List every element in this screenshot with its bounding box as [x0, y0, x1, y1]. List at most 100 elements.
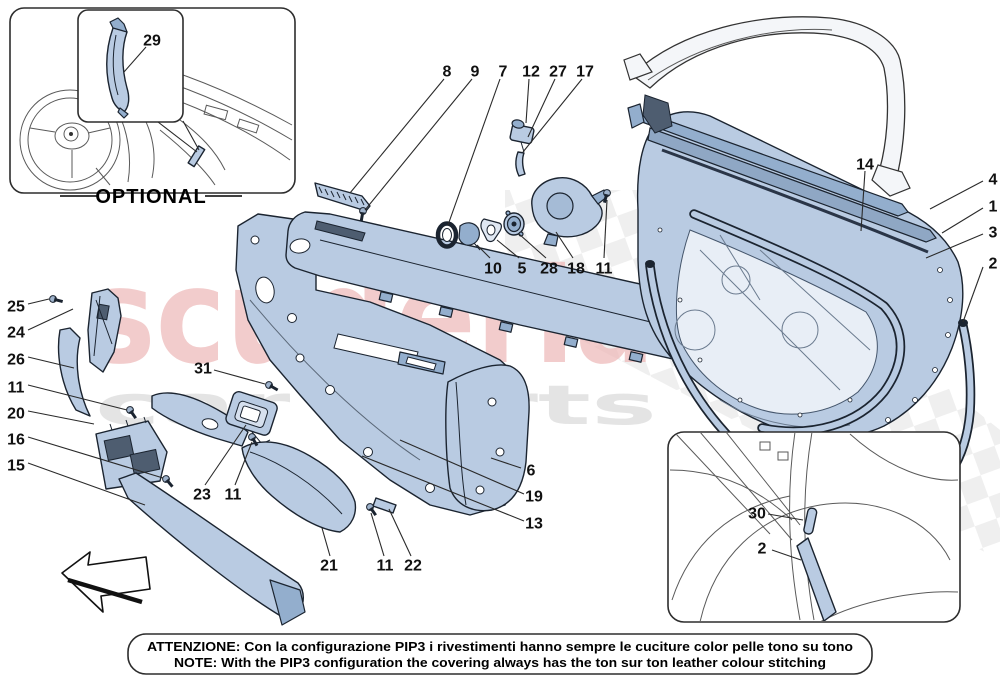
- callout-6[interactable]: 6: [527, 463, 536, 480]
- optional-inset: OPTIONAL: [9, 7, 296, 208]
- callout-28[interactable]: 28: [540, 261, 558, 278]
- callout-3[interactable]: 3: [989, 225, 998, 242]
- bracket-22: [372, 497, 397, 514]
- callout-24[interactable]: 24: [7, 325, 25, 342]
- leader-line-29: [123, 46, 147, 73]
- tweeter-bracket: [515, 151, 526, 177]
- leader-line-18: [555, 231, 574, 259]
- door-panel-corner: [445, 364, 530, 512]
- callout-5[interactable]: 5: [518, 261, 527, 278]
- callout-10[interactable]: 10: [484, 261, 502, 278]
- callout-15[interactable]: 15: [7, 458, 25, 475]
- leader-line-23: [204, 424, 247, 486]
- leader-line-15: [27, 462, 146, 506]
- callout-11[interactable]: 11: [596, 261, 613, 278]
- leader-line-9: [364, 78, 473, 211]
- leader-line-2: [771, 549, 802, 561]
- window-frame: [623, 16, 911, 197]
- callout-11[interactable]: 11: [225, 487, 242, 504]
- note-line-english: NOTE: With the PIP3 configuration the co…: [174, 656, 826, 670]
- callout-19[interactable]: 19: [525, 489, 543, 506]
- direction-arrow: [61, 551, 151, 613]
- callout-7[interactable]: 7: [499, 64, 508, 81]
- callout-31[interactable]: 31: [194, 361, 212, 378]
- armrest: [241, 441, 357, 533]
- leader-line-7: [447, 78, 501, 226]
- callout-20[interactable]: 20: [7, 406, 25, 423]
- callout-30[interactable]: 30: [748, 506, 766, 523]
- note-box: ATTENZIONE: Con la configurazione PIP3 i…: [127, 633, 873, 675]
- leader-line-20: [27, 410, 95, 425]
- dashboard-sketch: [19, 49, 293, 191]
- body-side-sketch: [669, 433, 959, 621]
- callout-11[interactable]: 11: [8, 380, 25, 397]
- speaker-duct: [531, 177, 609, 247]
- handle-location-mark: [187, 145, 206, 168]
- callout-4[interactable]: 4: [989, 172, 998, 189]
- leader-line-8: [349, 78, 445, 194]
- leader-line-11: [370, 512, 385, 557]
- callout-13[interactable]: 13: [525, 516, 543, 533]
- leader-line-28: [518, 233, 547, 259]
- leader-line-19: [399, 439, 525, 495]
- leader-line-24: [27, 308, 74, 331]
- callout-26[interactable]: 26: [7, 352, 25, 369]
- callout-25[interactable]: 25: [7, 299, 25, 316]
- callout-17[interactable]: 17: [576, 64, 594, 81]
- note-line-italian: ATTENZIONE: Con la configurazione PIP3 i…: [147, 640, 853, 654]
- cap-part: [458, 222, 481, 251]
- leader-line-11: [27, 384, 128, 411]
- leader-line-13: [361, 455, 525, 522]
- seal-strip-2-detail: [796, 537, 837, 621]
- callout-21[interactable]: 21: [320, 558, 338, 575]
- speaker-grille-panel: [95, 416, 168, 490]
- callout-8[interactable]: 8: [443, 64, 452, 81]
- callout-18[interactable]: 18: [567, 261, 585, 278]
- leader-line-5: [496, 239, 520, 259]
- callout-27[interactable]: 27: [549, 64, 567, 81]
- callout-14[interactable]: 14: [856, 157, 874, 174]
- leader-line-10: [476, 244, 491, 259]
- grab-handle-part: [106, 17, 130, 119]
- callout-2[interactable]: 2: [758, 541, 767, 558]
- speaker-strip: [314, 182, 371, 212]
- leader-line-25: [27, 298, 50, 305]
- callout-22[interactable]: 22: [404, 558, 422, 575]
- door-pull-handle: [151, 392, 249, 447]
- leader-line-22: [388, 508, 412, 557]
- door-structure: [623, 16, 976, 514]
- callout-29[interactable]: 29: [143, 33, 161, 50]
- leader-line-14: [860, 170, 866, 232]
- leader-line-2: [962, 266, 984, 323]
- callout-23[interactable]: 23: [193, 487, 211, 504]
- leader-line-30: [767, 513, 804, 521]
- callout-1[interactable]: 1: [989, 199, 998, 216]
- callout-16[interactable]: 16: [7, 432, 25, 449]
- tweeter-housing: [509, 119, 535, 153]
- detail-inset: [667, 431, 961, 623]
- hinge-bracket: [627, 94, 673, 134]
- callout-2[interactable]: 2: [989, 256, 998, 273]
- leader-line-1: [941, 207, 984, 234]
- handle-inset-border: [77, 9, 184, 123]
- callout-11[interactable]: 11: [377, 558, 394, 575]
- trim-strip-26: [57, 327, 91, 417]
- callout-9[interactable]: 9: [471, 64, 480, 81]
- callout-12[interactable]: 12: [522, 64, 540, 81]
- leader-line-26: [27, 356, 75, 369]
- note-box-border: [127, 633, 873, 675]
- leader-line-17: [522, 78, 583, 153]
- gasket-ring: [435, 221, 459, 249]
- optional-label: OPTIONAL: [95, 186, 206, 208]
- leader-line-11: [603, 199, 608, 259]
- leader-line-6: [490, 457, 522, 469]
- leader-line-16: [27, 436, 164, 479]
- tweeter-speaker: [503, 210, 525, 237]
- weatherstrip-inner: [689, 209, 906, 436]
- switch-panel: [225, 390, 278, 436]
- gasket-plate: [480, 218, 502, 243]
- leader-line-3: [925, 233, 984, 259]
